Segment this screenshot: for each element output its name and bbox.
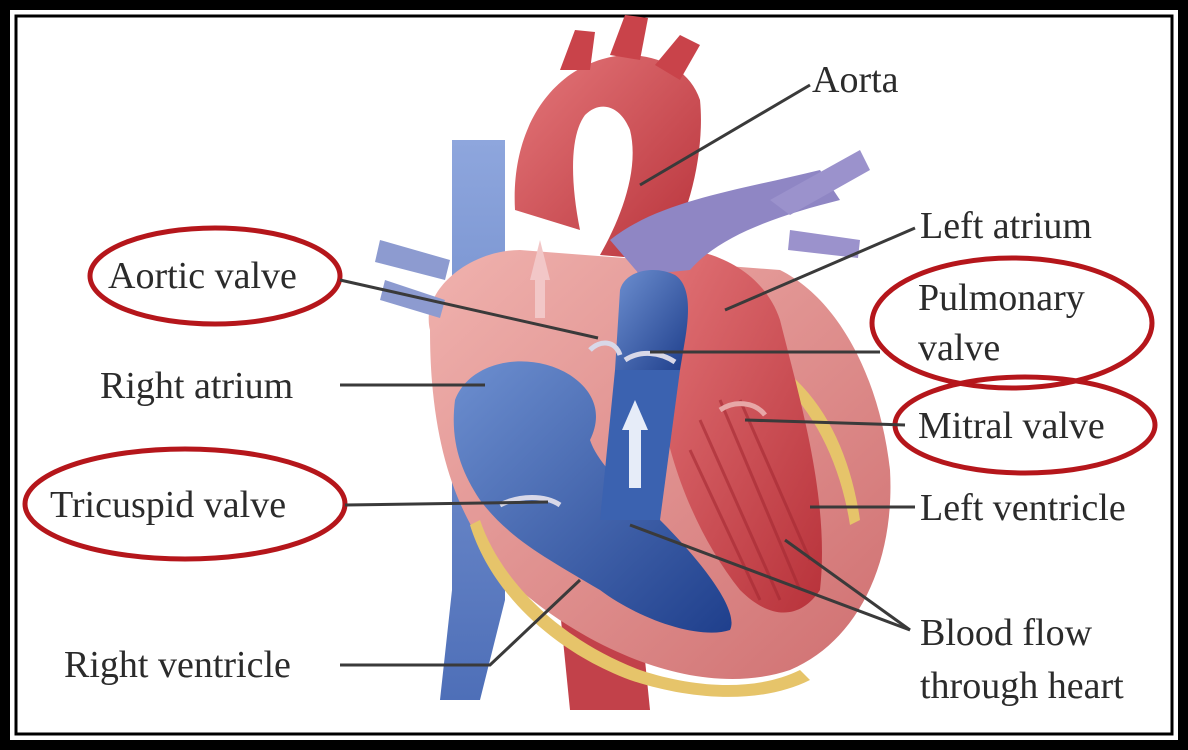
aorta-flow-arrow-shaft — [535, 278, 545, 318]
left-atrium-label: Left atrium — [920, 205, 1092, 247]
pulmonary-vein-left — [375, 240, 450, 280]
pulmonary-vein-left-2 — [380, 280, 445, 318]
pulmonary-valve-label-line1: Pulmonary — [918, 277, 1085, 319]
blood-flow-label-line2: through heart — [920, 665, 1124, 707]
left-ventricle-label: Left ventricle — [920, 487, 1126, 529]
mitral-valve-label: Mitral valve — [918, 405, 1105, 447]
aorta-branch-1 — [560, 30, 595, 70]
tricuspid-valve-label: Tricuspid valve — [50, 484, 286, 526]
aortic-valve-label: Aortic valve — [108, 255, 297, 297]
right-atrium-label: Right atrium — [100, 365, 293, 407]
right-ventricle-label: Right ventricle — [64, 644, 291, 686]
aorta-branch-2 — [610, 15, 648, 60]
aorta-label: Aorta — [812, 59, 899, 101]
heart-illustration — [375, 15, 890, 710]
blood-flow-label-line1: Blood flow — [920, 612, 1093, 654]
pulmonary-vein-branch-2 — [788, 230, 860, 258]
pulmonary-flow-arrow-shaft — [629, 428, 641, 488]
pulmonary-valve-label-line2: valve — [918, 327, 1000, 369]
